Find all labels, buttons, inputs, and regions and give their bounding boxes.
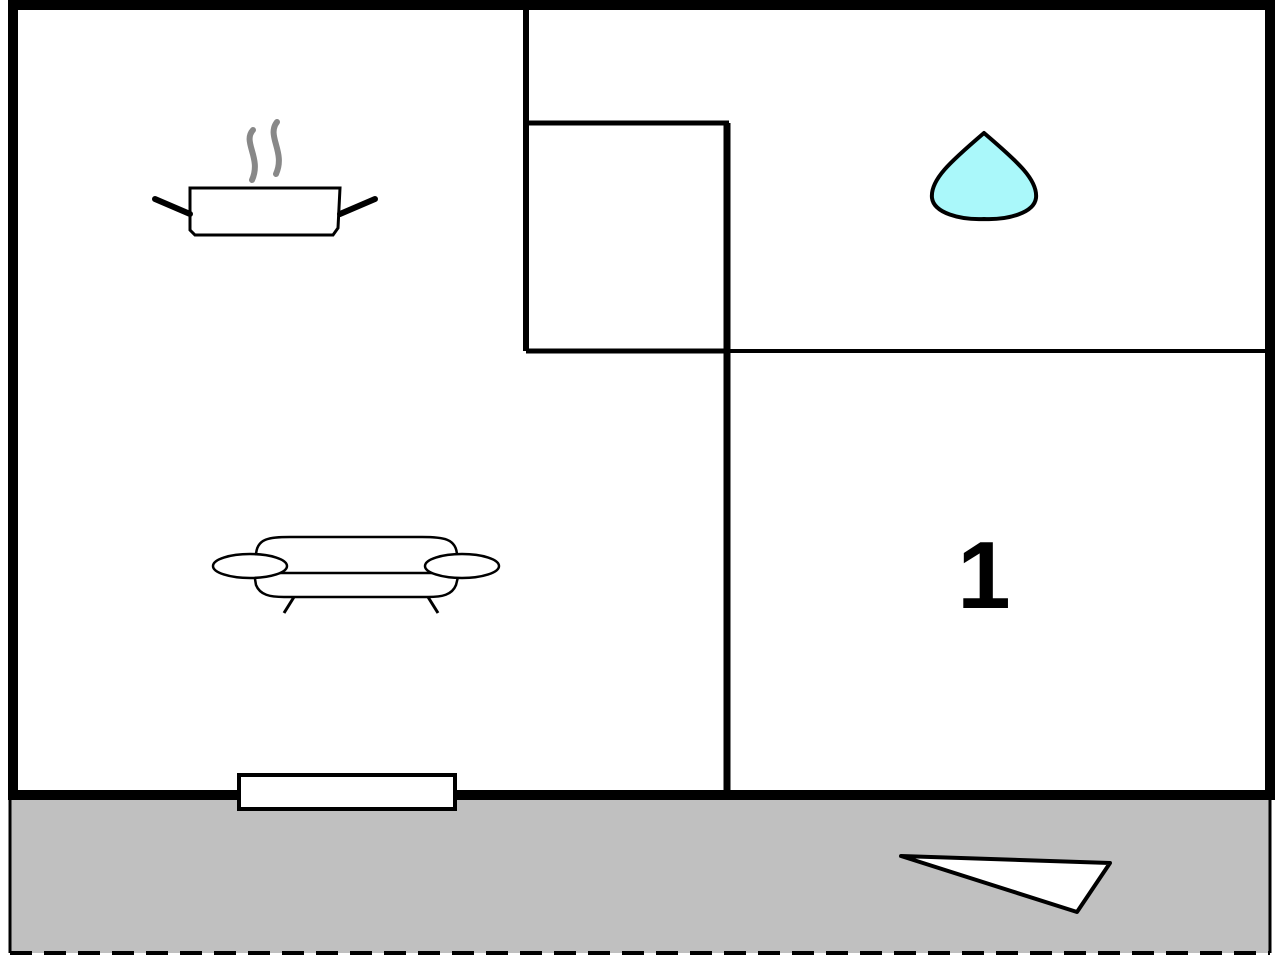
pot-handle-icon — [337, 196, 378, 217]
sofa-seat-icon — [252, 571, 461, 599]
north-arrow-icon — [899, 854, 1112, 914]
sofa-leg-icon — [426, 596, 440, 614]
bedroom-label: 1 — [957, 522, 1010, 629]
sofa-arm-right-icon — [423, 552, 501, 580]
sofa-arm-left-icon — [211, 552, 289, 580]
pot-body-icon — [188, 186, 342, 237]
water-drop-icon — [929, 131, 1039, 222]
steam-icon — [270, 119, 282, 177]
sofa-icon — [211, 535, 501, 614]
sofa-leg-icon — [282, 596, 296, 614]
cooking-pot-icon — [152, 119, 378, 237]
outer-walls — [8, 0, 1275, 800]
window-icon — [237, 773, 457, 811]
pot-handle-icon — [152, 196, 193, 217]
steam-icon — [246, 127, 258, 183]
